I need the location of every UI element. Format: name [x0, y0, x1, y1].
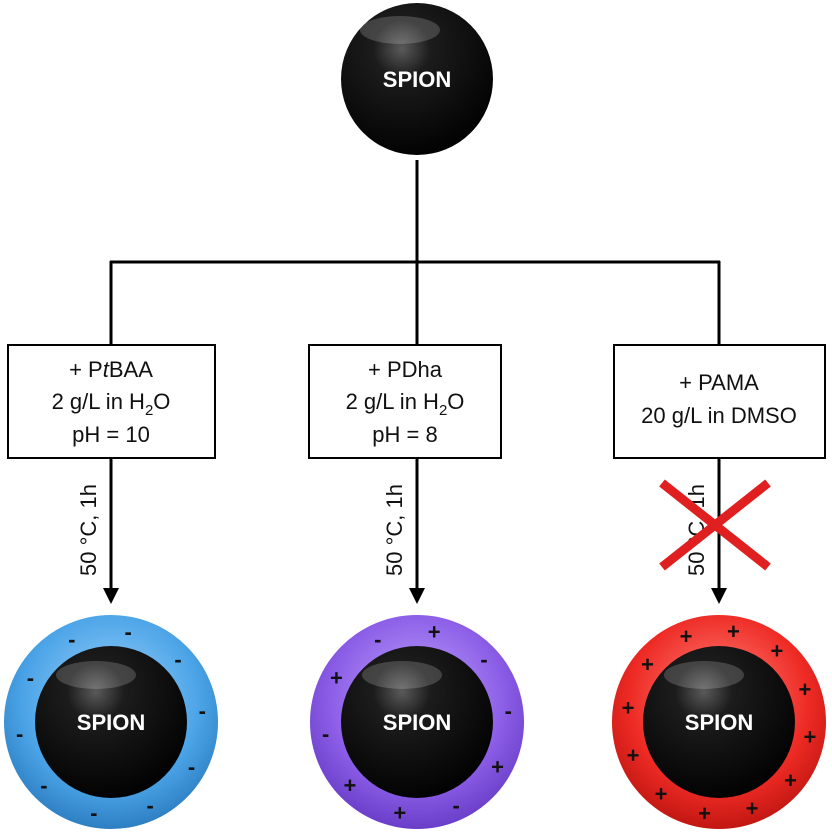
minus-charge: - [174, 647, 181, 672]
plus-charge: + [627, 743, 640, 768]
arrow-left-label: 50 °C, 1h [76, 484, 101, 576]
spion-label: SPION [685, 710, 753, 735]
ptbaa-concentration: 2 g/L in H2O [52, 389, 171, 419]
plus-charge: + [746, 796, 759, 821]
minus-charge: - [90, 800, 97, 825]
arrow-middle-label: 50 °C, 1h [382, 484, 407, 576]
arrow-middle: 50 °C, 1h [382, 458, 425, 604]
minus-charge: - [16, 722, 23, 747]
condition-box-pdha: + PDha 2 g/L in H2O pH = 8 [308, 344, 502, 459]
condition-box-ptbaa: + PtBAA 2 g/L in H2O pH = 10 [7, 344, 216, 459]
ptbaa-ph: pH = 10 [72, 422, 150, 447]
plus-charge: + [680, 624, 693, 649]
spion-label: SPION [383, 710, 451, 735]
plus-charge: + [770, 639, 783, 664]
reaction-arrows: 50 °C, 1h 50 °C, 1h 50 °C, 1h [76, 458, 771, 604]
minus-charge: - [147, 793, 154, 818]
plus-charge: + [698, 801, 711, 826]
pama-concentration: 20 g/L in DMSO [641, 403, 797, 428]
plus-charge: + [491, 754, 504, 779]
minus-charge: - [453, 793, 460, 818]
plus-charge: + [330, 666, 343, 691]
coated-particle-ptbaa: SPION - - - - - - - - - - [4, 615, 218, 829]
condition-box-pama: + PAMA 20 g/L in DMSO [613, 344, 826, 459]
minus-charge: - [27, 666, 34, 691]
minus-charge: - [188, 754, 195, 779]
core-highlight [360, 16, 440, 44]
minus-charge: - [125, 620, 132, 645]
spion-label: SPION [77, 710, 145, 735]
plus-charge: + [798, 677, 811, 702]
charges-pdha: + - - + - + + - + - [322, 620, 512, 826]
plus-charge: + [803, 724, 816, 749]
plus-charge: + [727, 619, 740, 644]
pama-label: + PAMA [679, 370, 759, 395]
plus-charge: + [655, 782, 668, 807]
spion-core [341, 646, 493, 798]
charges-pama: ++++++++++++ [622, 619, 817, 826]
coated-particle-pdha: SPION + - - + - + + - + - [310, 615, 524, 829]
top-spion-label: SPION [383, 67, 451, 92]
minus-charge: - [322, 722, 329, 747]
cross-icon [659, 479, 771, 571]
ptbaa-label: + PtBAA [69, 357, 153, 382]
plus-charge: + [622, 696, 635, 721]
tree-connector [109, 160, 721, 345]
plus-charge: + [784, 768, 797, 793]
arrow-left: 50 °C, 1h [76, 458, 119, 604]
pdha-label: + PDha [368, 357, 443, 382]
spion-core [35, 646, 187, 798]
plus-charge: + [641, 652, 654, 677]
plus-charge: + [428, 620, 441, 645]
top-spion-particle: SPION [341, 3, 493, 155]
spion-core [643, 646, 795, 798]
minus-charge: - [199, 699, 206, 724]
arrow-right: 50 °C, 1h [659, 458, 771, 604]
coated-particle-pama: SPION ++++++++++++ [612, 615, 826, 829]
plus-charge: + [393, 800, 406, 825]
pdha-concentration: 2 g/L in H2O [346, 389, 465, 419]
minus-charge: - [374, 627, 381, 652]
minus-charge: - [480, 647, 487, 672]
minus-charge: - [505, 699, 512, 724]
minus-charge: - [40, 773, 47, 798]
charges-ptbaa: - - - - - - - - - - [16, 620, 206, 826]
pdha-ph: pH = 8 [372, 422, 437, 447]
spion-core [341, 3, 493, 155]
minus-charge: - [68, 627, 75, 652]
plus-charge: + [343, 773, 356, 798]
